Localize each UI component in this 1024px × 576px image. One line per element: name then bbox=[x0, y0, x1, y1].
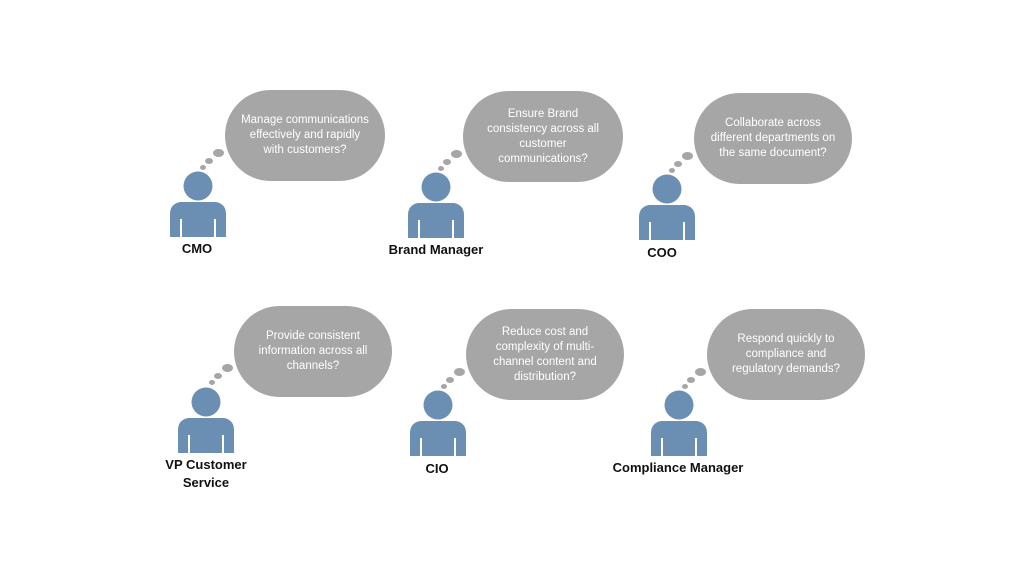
thought-dot-medium bbox=[443, 159, 451, 165]
thought-bubble: Provide consistent information across al… bbox=[234, 306, 392, 397]
thought-dot-large bbox=[454, 368, 465, 376]
question-text: Manage communications effectively and ra… bbox=[241, 114, 369, 156]
person-icon bbox=[651, 390, 707, 456]
role-label: VP Customer Service bbox=[165, 457, 247, 490]
thought-bubble: Ensure Brand consistency across all cust… bbox=[463, 91, 623, 182]
thought-dot-large bbox=[695, 368, 706, 376]
thought-dot-small bbox=[669, 168, 675, 173]
question-text: Ensure Brand consistency across all cust… bbox=[487, 107, 599, 165]
thought-dot-medium bbox=[205, 158, 213, 164]
question-text: Reduce cost and complexity of multi-chan… bbox=[493, 325, 597, 383]
thought-dot-medium bbox=[214, 373, 222, 379]
person-icon bbox=[639, 174, 695, 240]
thought-dot-medium bbox=[687, 377, 695, 383]
person-icon bbox=[408, 172, 464, 238]
thought-dot-large bbox=[682, 152, 693, 160]
thought-dot-small bbox=[682, 384, 688, 389]
thought-dot-small bbox=[438, 166, 444, 171]
person-icon bbox=[170, 171, 226, 237]
role-label: CIO bbox=[425, 461, 449, 476]
thought-bubble: Respond quickly to compliance and regula… bbox=[707, 309, 865, 400]
thought-bubble: Reduce cost and complexity of multi-chan… bbox=[466, 309, 624, 400]
question-text: Provide consistent information across al… bbox=[258, 330, 368, 372]
thought-dot-medium bbox=[446, 377, 454, 383]
thought-dot-medium bbox=[674, 161, 682, 167]
question-text: Respond quickly to compliance and regula… bbox=[731, 333, 841, 375]
role-label: Compliance Manager bbox=[612, 460, 744, 475]
question-text: Collaborate across different departments… bbox=[710, 117, 836, 159]
thought-dot-large bbox=[451, 150, 462, 158]
role-label: CMO bbox=[181, 241, 213, 256]
thought-dot-large bbox=[213, 149, 224, 157]
thought-dot-small bbox=[441, 384, 447, 389]
thought-dot-small bbox=[209, 380, 215, 385]
thought-bubble: Collaborate across different departments… bbox=[694, 93, 852, 184]
person-icon bbox=[410, 390, 466, 456]
thought-bubble: Manage communications effectively and ra… bbox=[225, 90, 385, 181]
thought-dot-large bbox=[222, 364, 233, 372]
role-label: COO bbox=[647, 245, 677, 260]
role-label: Brand Manager bbox=[388, 242, 484, 257]
person-icon bbox=[178, 387, 234, 453]
thought-dot-small bbox=[200, 165, 206, 170]
